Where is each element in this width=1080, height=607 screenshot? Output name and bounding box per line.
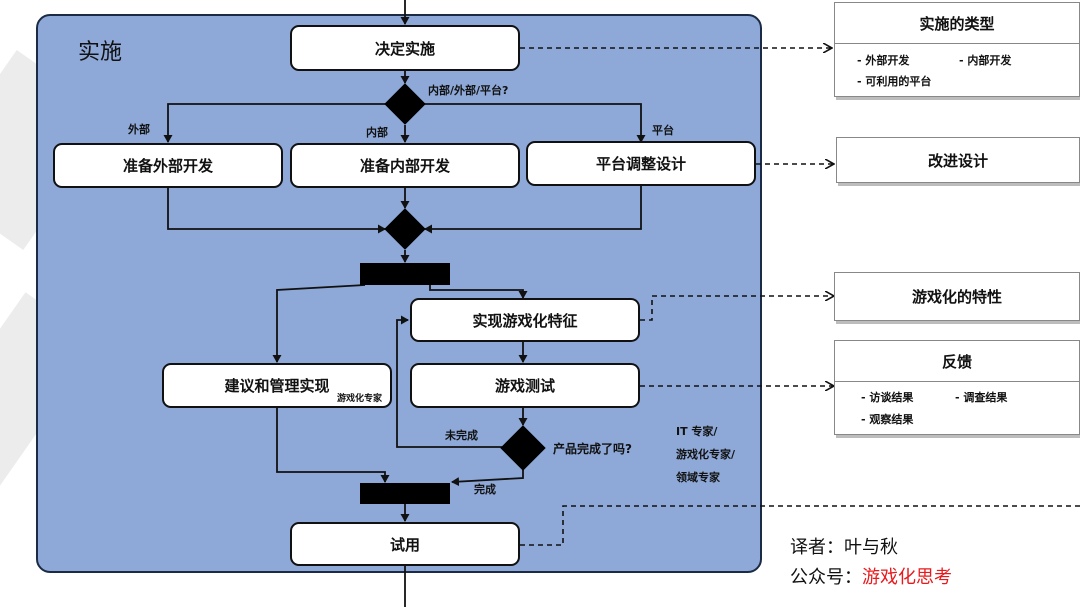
complete-label: 完成: [474, 483, 496, 496]
account-label: 公众号：: [790, 567, 862, 588]
gamification-traits-title: 游戏化的特性: [911, 288, 1002, 306]
platform-design-node: 平台调整设计: [526, 141, 756, 186]
feedback-item-observe: - 观察结果: [861, 413, 914, 426]
external-branch-label: 外部: [128, 123, 150, 136]
fork-bar: [360, 263, 450, 285]
decision-question-label: 内部/外部/平台?: [428, 84, 509, 97]
feedback-item-survey: - 调查结果: [955, 391, 1008, 404]
type-item-internal: - 内部开发: [959, 54, 1012, 67]
type-item-platform: - 可利用的平台: [857, 75, 932, 88]
decide-node: 决定实施: [290, 25, 520, 71]
fork-right-line: [429, 285, 528, 299]
trial-node: 试用: [290, 522, 520, 566]
panel-title: 实施: [78, 40, 123, 65]
type-item-external: - 外部开发: [857, 54, 910, 67]
internal-dev-node: 准备内部开发: [290, 143, 520, 188]
roles-line-3: 领域专家: [676, 471, 720, 484]
advise-to-join-line: [276, 408, 390, 483]
improve-design-box: 改进设计: [836, 137, 1080, 183]
decision-diamond-done: [500, 425, 546, 471]
improve-design-title: 改进设计: [927, 151, 988, 170]
incomplete-label: 未完成: [445, 429, 478, 442]
advise-label: 建议和管理实现: [224, 377, 330, 395]
advise-manage-node: 建议和管理实现 游戏化专家: [162, 363, 392, 408]
roles-line-2: 游戏化专家/: [676, 448, 736, 461]
branch-external-line: [163, 103, 387, 143]
merge-platform-line: [424, 186, 642, 234]
branch-platform-line: [423, 103, 646, 143]
decision-diamond-type: [384, 83, 426, 125]
account-credit: 公众号：游戏化思考: [790, 563, 952, 589]
platform-branch-label: 平台: [652, 124, 674, 137]
link-trial: [520, 505, 1080, 546]
decision-diamond-merge: [384, 208, 426, 250]
internal-branch-label: 内部: [366, 126, 388, 139]
link-traits: [640, 296, 834, 321]
implementation-types-title: 实施的类型: [835, 3, 1079, 44]
fork-left-line: [272, 284, 366, 363]
external-dev-node: 准备外部开发: [53, 143, 283, 188]
incomplete-loop-line: [396, 315, 502, 448]
implementation-types-box: 实施的类型 - 外部开发 - 内部开发 - 可利用的平台: [834, 2, 1080, 97]
realize-traits-node: 实现游戏化特征: [410, 298, 640, 342]
join-bar: [360, 483, 450, 504]
gamification-traits-box: 游戏化的特性: [834, 272, 1080, 321]
account-name: 游戏化思考: [862, 567, 952, 588]
product-done-label: 产品完成了吗?: [553, 442, 632, 456]
feedback-title: 反馈: [835, 341, 1079, 382]
complete-to-join-line: [451, 470, 524, 487]
merge-external-line: [167, 188, 386, 234]
translator-credit: 译者：叶与秋: [790, 537, 898, 558]
feedback-item-interview: - 访谈结果: [861, 391, 914, 404]
advise-expert-note: 游戏化专家: [336, 394, 382, 404]
game-test-node: 游戏测试: [410, 363, 640, 408]
roles-line-1: IT 专家/: [676, 425, 718, 438]
feedback-box: 反馈 - 访谈结果 - 调查结果 - 观察结果: [834, 340, 1080, 435]
